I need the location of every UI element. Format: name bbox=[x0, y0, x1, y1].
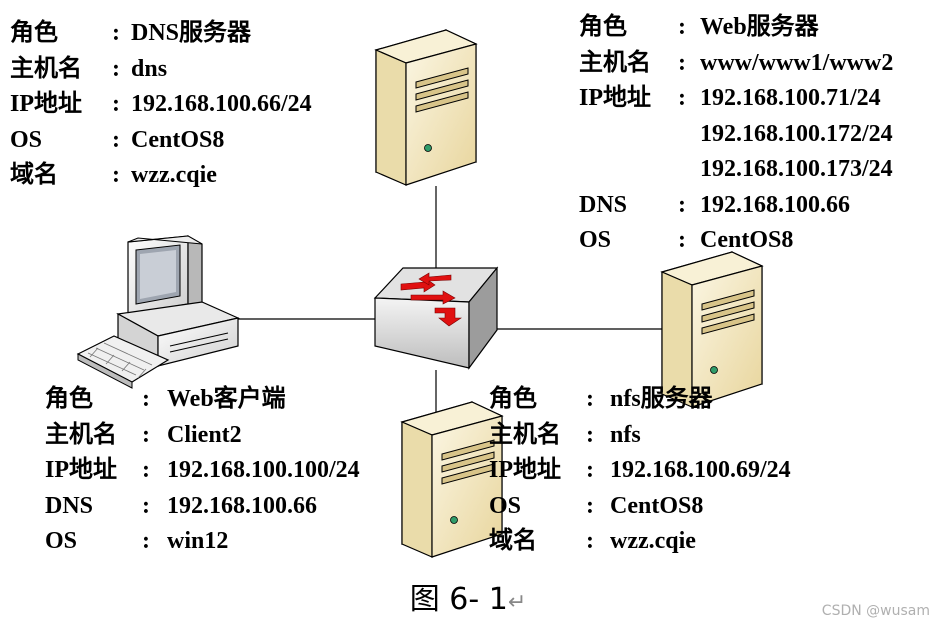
info-separator: : bbox=[678, 191, 686, 218]
info-value: 192.168.100.71/24 bbox=[700, 85, 881, 111]
info-separator: : bbox=[112, 55, 120, 82]
info-value: nfs服务器 bbox=[610, 386, 713, 412]
info-value: 192.168.100.66 bbox=[167, 492, 317, 519]
client-computer-icon bbox=[76, 234, 240, 389]
info-separator: : bbox=[142, 421, 150, 448]
caption-text: 图 6- 1 bbox=[409, 582, 508, 617]
info-key: IP地址 bbox=[10, 91, 82, 117]
info-separator: : bbox=[112, 91, 120, 117]
info-key: IP地址 bbox=[579, 85, 651, 111]
info-value: www/www1/www2 bbox=[700, 49, 894, 76]
info-key: 主机名 bbox=[579, 49, 651, 76]
info-key: 域名 bbox=[489, 528, 537, 554]
info-key: 主机名 bbox=[489, 421, 561, 448]
info-value: DNS服务器 bbox=[131, 20, 252, 46]
info-separator: : bbox=[112, 20, 120, 46]
info-value: wzz.cqie bbox=[131, 162, 217, 188]
info-value: 192.168.100.69/24 bbox=[610, 457, 791, 483]
info-key: 角色 bbox=[45, 386, 93, 412]
info-separator: : bbox=[678, 85, 686, 111]
info-key: 主机名 bbox=[45, 421, 117, 448]
info-key: OS bbox=[45, 528, 78, 554]
info-value: 192.168.100.66/24 bbox=[131, 91, 312, 117]
info-separator: : bbox=[678, 227, 686, 253]
info-separator: : bbox=[112, 126, 120, 153]
info-value: Web服务器 bbox=[700, 14, 819, 40]
figure-caption: 图 6- 1↵ bbox=[0, 578, 936, 625]
info-key: DNS bbox=[45, 492, 94, 519]
info-value: CentOS8 bbox=[700, 227, 794, 253]
watermark: CSDN @wusam bbox=[821, 603, 930, 619]
info-key: OS bbox=[579, 227, 612, 253]
info-key: OS bbox=[10, 126, 43, 153]
info-value: nfs bbox=[610, 421, 641, 448]
info-value: wzz.cqie bbox=[610, 528, 696, 554]
switch-icon bbox=[373, 266, 499, 370]
info-key: 角色 bbox=[10, 20, 58, 46]
info-separator: : bbox=[142, 528, 150, 554]
info-separator: : bbox=[586, 492, 594, 519]
info-separator: : bbox=[112, 162, 120, 188]
info-separator: : bbox=[142, 492, 150, 519]
nfs-server-icon bbox=[401, 401, 503, 558]
info-key: 主机名 bbox=[10, 55, 82, 82]
paragraph-mark: ↵ bbox=[507, 590, 527, 615]
info-value: 192.168.100.100/24 bbox=[167, 457, 360, 483]
info-key: DNS bbox=[579, 191, 628, 218]
info-value: CentOS8 bbox=[610, 492, 704, 519]
info-value: 192.168.100.172/24 bbox=[700, 120, 893, 147]
info-key: IP地址 bbox=[45, 457, 117, 483]
info-separator: : bbox=[142, 386, 150, 412]
info-value: Web客户端 bbox=[167, 386, 286, 412]
info-separator: : bbox=[678, 14, 686, 40]
info-key: 角色 bbox=[579, 14, 627, 40]
info-value: win12 bbox=[167, 528, 229, 554]
info-key: OS bbox=[489, 492, 522, 519]
info-value: dns bbox=[131, 55, 168, 82]
info-separator: : bbox=[586, 386, 594, 412]
info-separator: : bbox=[586, 421, 594, 448]
info-separator: : bbox=[142, 457, 150, 483]
dns-server-icon bbox=[375, 29, 477, 186]
info-value: Client2 bbox=[167, 421, 242, 448]
info-key: 域名 bbox=[10, 162, 58, 188]
info-value: 192.168.100.66 bbox=[700, 191, 850, 218]
info-separator: : bbox=[586, 457, 594, 483]
info-separator: : bbox=[586, 528, 594, 554]
info-key: 角色 bbox=[489, 386, 537, 412]
info-key: IP地址 bbox=[489, 457, 561, 483]
info-value: CentOS8 bbox=[131, 126, 225, 153]
info-separator: : bbox=[678, 49, 686, 76]
info-value: 192.168.100.173/24 bbox=[700, 156, 893, 182]
